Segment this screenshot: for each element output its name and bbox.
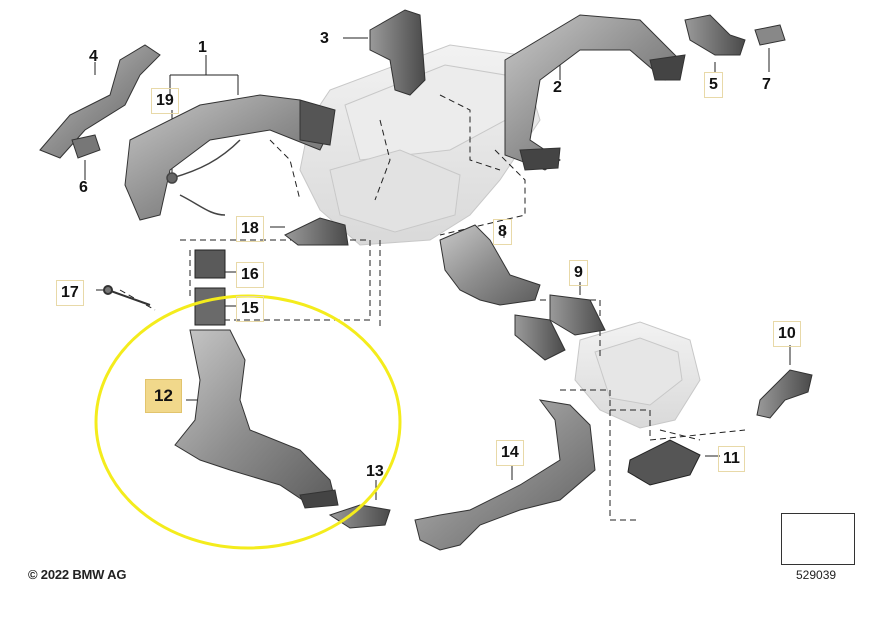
callout-18: 18 (236, 216, 264, 242)
part-17-screw (103, 285, 151, 306)
reference-box (781, 513, 855, 565)
copyright-notice: © 2022 BMW AG (28, 567, 127, 582)
callout-11: 11 (718, 446, 745, 472)
part-13-vent (328, 504, 391, 529)
callout-14: 14 (496, 440, 524, 466)
part-11-cover (627, 439, 701, 486)
callout-12-highlighted: 12 (145, 379, 182, 413)
part-8-duct (439, 224, 541, 306)
part-14-duct (414, 399, 596, 551)
callout-4: 4 (89, 48, 98, 65)
callout-6-7: 7 (762, 76, 771, 93)
callout-15: 15 (236, 296, 264, 322)
callout-13: 13 (366, 463, 384, 480)
callout-9: 9 (569, 260, 588, 286)
part-16-seal (194, 249, 226, 279)
part-3-vent (369, 9, 426, 96)
part-5-vent (684, 14, 746, 56)
part-9-duct (514, 294, 606, 361)
part-6-clip (71, 134, 101, 159)
callout-2: 2 (553, 79, 562, 96)
hvac-housing-ghost (299, 44, 701, 429)
part-12-duct (174, 329, 339, 509)
part-2-duct (504, 14, 686, 171)
callout-10: 10 (773, 321, 801, 347)
part-10-duct (756, 369, 813, 419)
callout-17: 17 (56, 280, 84, 306)
callout-19: 19 (151, 88, 179, 114)
part-1-duct (124, 94, 336, 221)
part-7-clip (754, 24, 786, 46)
highlight-ellipse (94, 294, 402, 550)
callout-6: 6 (79, 179, 88, 196)
drawing-number: 529039 (796, 568, 837, 582)
callout-3: 3 (320, 30, 329, 47)
callout-5: 5 (704, 72, 723, 98)
part-15-seal (194, 287, 226, 326)
assembly-lines (119, 94, 746, 521)
callout-8: 8 (493, 219, 512, 245)
part-18-duct (284, 217, 349, 246)
callout-16: 16 (236, 262, 264, 288)
callout-1: 1 (198, 39, 207, 56)
part-19-sensor (166, 139, 241, 216)
